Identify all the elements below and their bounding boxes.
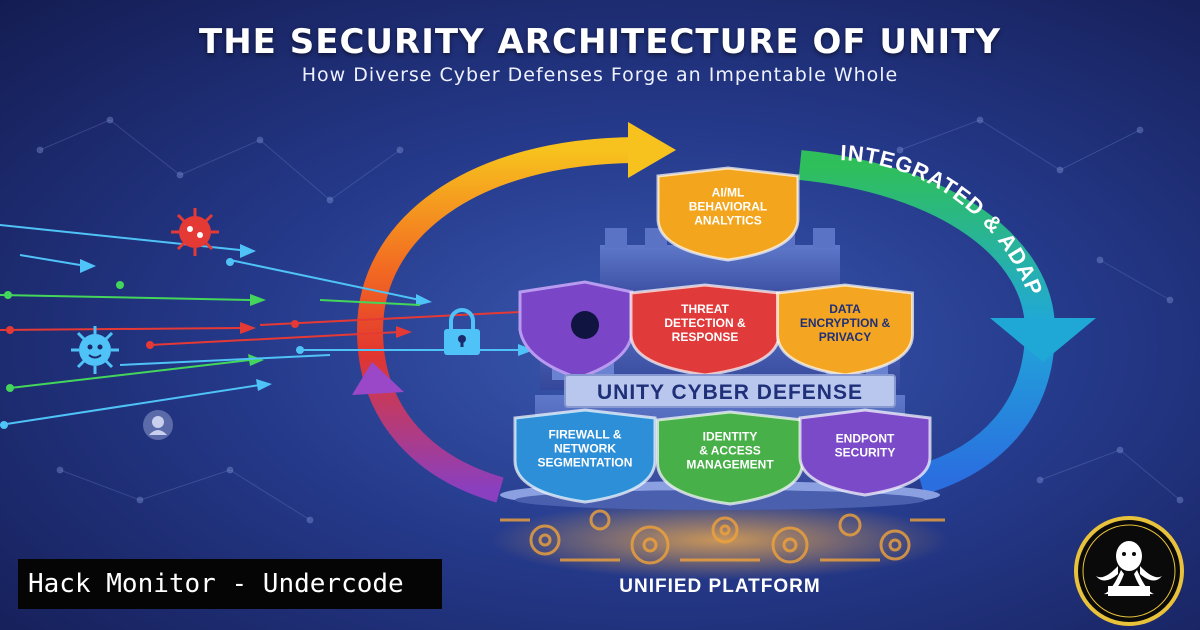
shield-label-line: FIREWALL & [548,428,621,442]
cycle-arrowhead-right [990,318,1096,362]
shield-label-line: & ACCESS [699,444,761,458]
octopus-icon [1096,541,1162,595]
shield-body [513,408,657,504]
page-subtitle: How Diverse Cyber Defenses Forge an Impe… [301,64,899,86]
page-title: THE SECURITY ARCHITECTURE OF UNITY [199,22,1001,62]
shield-label-line: SEGMENTATION [538,456,633,470]
cycle-arrow-left [356,137,641,503]
shield-label-line: THREAT [681,302,729,316]
cycle-arrow-right [798,150,1056,495]
octopus-logo [1074,516,1184,626]
shield-label-line: AI/ML [712,186,745,200]
shield-label-line: ENCRYPTION & [800,316,891,330]
shield-body [656,166,800,262]
gear-icons [500,509,945,565]
shield-label-line: RESPONSE [672,330,739,344]
shield-label-line: NETWORK [554,442,616,456]
hacker-avatar-icon [143,410,173,440]
brand-label: Hack Monitor - Undercode [18,559,442,609]
threat-streams [0,224,572,429]
unity-banner-text: UNITY CYBER DEFENSE [597,381,863,404]
cycle-arrowhead-top [628,122,676,178]
shield-label-line: DATA [829,302,861,316]
shield-label-line: IDENTITY [703,430,758,444]
unity-banner: UNITY CYBER DEFENSE [564,374,896,408]
shield-label-line: BEHAVIORAL [689,200,767,214]
network-mesh-decoration [36,116,1184,524]
cycle-arrowhead-left [352,362,404,395]
keyboard-icon [1108,586,1150,596]
shield-label-line: ANALYTICS [694,214,762,228]
shield-label-line: DETECTION & [664,316,746,330]
shield-label-line: ENDPONT [836,432,895,446]
shield-label-line: MANAGEMENT [686,458,774,472]
shield-body [798,408,932,497]
shield-label-line: PRIVACY [819,330,871,344]
shield-label-line: SECURITY [835,446,896,460]
unified-platform-label: UNIFIED PLATFORM [619,576,821,597]
padlock-icon [444,308,480,355]
virus-icon [171,208,219,256]
malware-bug-icon [71,326,119,374]
